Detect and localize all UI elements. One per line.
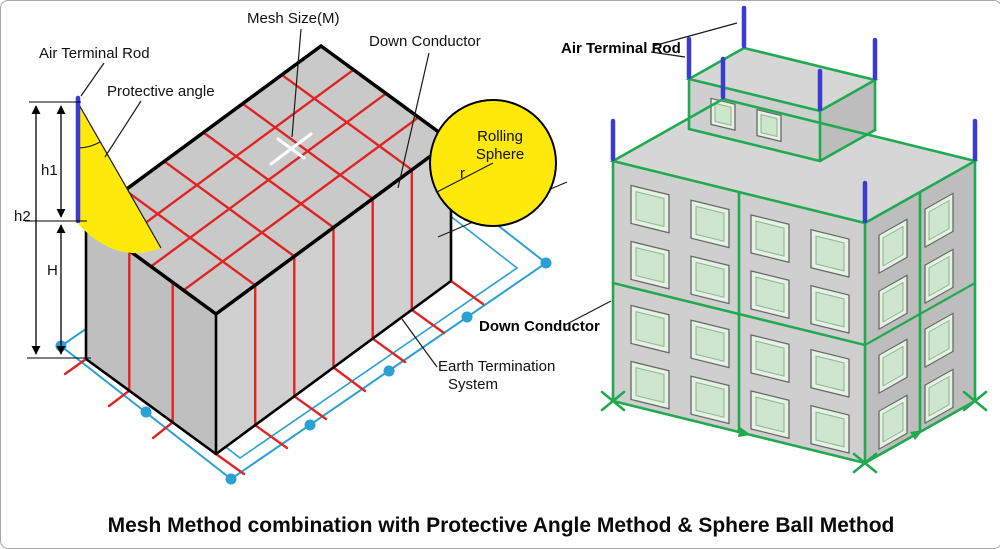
penthouse-roof [689,48,875,111]
label-down-conductor-right: Down Conductor [479,318,600,335]
label-earth-termination-1: Earth Termination [438,358,555,375]
air-terminal-rods-right [610,5,978,224]
windows-front-face [611,184,867,454]
dim-label-H: H [47,262,58,279]
dim-label-h2: h2 [14,208,31,225]
left-annotation-leaders [80,28,438,368]
left-wall-face [86,219,216,454]
down-conductor-network-right [609,46,979,465]
label-protective-angle: Protective angle [107,83,215,100]
label-air-terminal-rod-right: Air Terminal Rod [561,40,681,57]
mesh-size-marker [269,132,313,166]
label-mesh-size: Mesh Size(M) [247,10,340,27]
rolling-sphere-label-2: Sphere [476,146,524,163]
right-annotation-leaders [564,22,738,326]
label-down-conductor-left: Down Conductor [369,33,481,50]
penthouse-side [820,80,875,161]
earthing-red-links [63,279,485,476]
windows-side-face [863,190,977,450]
dim-label-h1: h1 [41,162,58,179]
wall-down-conductors [128,168,413,427]
roof-mesh-conductors [117,68,420,292]
label-air-terminal-rod-left: Air Terminal Rod [39,45,150,62]
dimension-lines [25,101,91,359]
caption: Mesh Method combination with Protective … [107,514,895,537]
radius-label: r [460,165,465,182]
rolling-sphere: Rolling Sphere r [429,99,568,238]
label-earth-termination-2: System [448,376,498,393]
earth-termination-marks-right [600,390,988,474]
rolling-sphere-label-1: Rolling [477,128,523,145]
